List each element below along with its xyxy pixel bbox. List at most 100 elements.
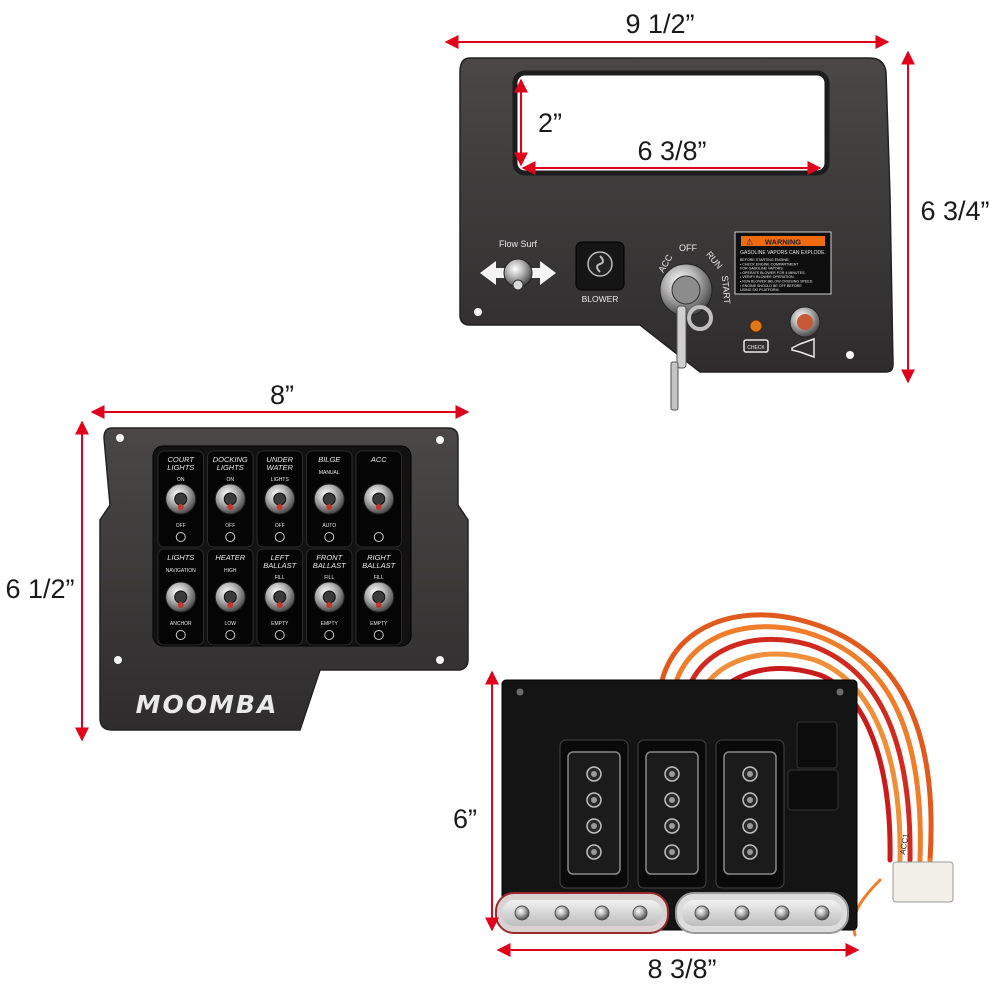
switch-top-label: HIGH — [224, 568, 237, 574]
check-engine-icon — [743, 339, 769, 353]
function-icon — [274, 532, 285, 542]
fuse-screw — [591, 823, 597, 829]
warning-headline: GASOLINE VAPORS CAN EXPLODE. — [740, 250, 826, 256]
switch-top-label: ON — [177, 477, 185, 483]
warning-line: • CHECK ENGINE COMPARTMENT — [740, 262, 799, 266]
switch-top-label: NAVIGATION — [166, 568, 196, 574]
relay-socket — [787, 769, 839, 811]
function-icon — [175, 532, 186, 542]
mount-hole — [436, 656, 444, 664]
toggle-lever[interactable] — [372, 590, 386, 604]
indicator-led — [276, 504, 283, 510]
top-panel-dimensions: 9 1/2” 6 3/4” 2” 6 3/8” — [444, 9, 990, 384]
switch-bottom-label: ANCHOR — [170, 621, 192, 627]
ignition-key[interactable] — [670, 305, 713, 411]
warning-line: • ENGINE SHOULD BE OFF BEFORE — [740, 284, 802, 288]
toggle-lever[interactable] — [322, 590, 336, 604]
fuse-panel-height-label: 6” — [453, 804, 477, 834]
function-icon — [274, 630, 285, 640]
function-icon — [324, 532, 335, 542]
switch-title: ACC — [370, 455, 387, 464]
switch-title: BALLAST — [362, 561, 396, 570]
fuse-screw — [591, 849, 597, 855]
toggle-lever[interactable] — [174, 492, 188, 506]
switch-title: FRONT — [316, 553, 343, 562]
fuse-blocks — [559, 739, 785, 889]
indicator-led — [375, 602, 382, 608]
window-height-label: 2” — [538, 108, 562, 138]
toggle-switch-cell: LIGHTS NAVIGATION ANCHOR — [157, 548, 204, 646]
fuse-screw — [669, 797, 675, 803]
toggle-lever[interactable] — [223, 590, 237, 604]
flow-surf-label: Flow Surf — [499, 239, 538, 249]
indicator-led — [177, 602, 184, 608]
toggle-switch-cell: ACC — [355, 450, 402, 548]
bus-stud — [514, 905, 530, 921]
warning-line: • VERIFY BLOWER OPERATION. — [740, 275, 795, 279]
switch-panel-height-label: 6 1/2” — [5, 574, 74, 604]
switch-panel-dimensions: 8” 6 1/2” — [5, 380, 470, 742]
switch-title: LEFT — [271, 553, 291, 562]
fuse-block — [637, 739, 707, 889]
moomba-logo: MOOMBA — [136, 690, 279, 719]
toggle-lever[interactable] — [372, 492, 386, 506]
warning-line: • OPERATE BLOWER FOR 4 MINUTES. — [740, 271, 806, 275]
fuse-screw — [669, 823, 675, 829]
fuse-block-cover — [645, 751, 699, 875]
switch-title: BALLAST — [263, 561, 297, 570]
warning-icon: ⚠ — [746, 238, 753, 247]
fuse-screw — [591, 771, 597, 777]
switch-top-label: FILL — [324, 575, 334, 581]
switch-title: LIGHTS — [217, 463, 244, 472]
check-engine-lamp — [749, 319, 763, 333]
warning-title: WARNING — [765, 238, 801, 247]
connector-label: ACC1 — [898, 832, 911, 855]
warning-label: ⚠ WARNING GASOLINE VAPORS CAN EXPLODE. B… — [734, 231, 832, 295]
indicator-led — [177, 504, 184, 510]
bus-stud — [632, 905, 648, 921]
warning-line: BEFORE STARTING ENGINE: — [740, 258, 789, 262]
warning-lines: BEFORE STARTING ENGINE:• CHECK ENGINE CO… — [740, 258, 813, 292]
switch-title: COURT — [167, 455, 195, 464]
window-width-label: 6 3/8” — [637, 136, 706, 166]
switch-bottom-label: OFF — [176, 523, 186, 529]
bus-stud — [594, 905, 610, 921]
fuse-screw — [669, 771, 675, 777]
toggle-lever[interactable] — [174, 590, 188, 604]
switch-bottom-label: EMPTY — [321, 621, 339, 627]
horn-icon — [791, 337, 815, 359]
flow-surf-toggle-lever[interactable] — [512, 279, 524, 291]
switch-title: LIGHTS — [167, 553, 194, 562]
toggle-lever[interactable] — [273, 492, 287, 506]
switch-title: LIGHTS — [167, 463, 194, 472]
switch-title: RIGHT — [367, 553, 392, 562]
fuse-panel-dimensions: 6” 8 3/8” — [453, 670, 860, 984]
warning-line: • RUN BLOWER BELOW CRUISING SPEED. — [740, 280, 813, 284]
fuse-block-cover — [723, 751, 777, 875]
bus-stud — [694, 905, 710, 921]
fuse-block — [715, 739, 785, 889]
function-icon — [373, 532, 384, 542]
switch-bottom-label: EMPTY — [271, 621, 289, 627]
switch-grid: COURTLIGHTSONOFFDOCKINGLIGHTSONOFFUNDERW… — [157, 450, 402, 646]
switch-title: BALLAST — [313, 561, 347, 570]
fuse-panel: ACC1 — [495, 612, 954, 937]
top-dash-panel: Flow Surf BLOWER ACC OFF RUN START ⚠ WAR… — [459, 57, 894, 411]
check-engine-label: CHECK — [747, 345, 765, 351]
function-icon — [373, 630, 384, 640]
switch-top-label: FILL — [275, 575, 285, 581]
top-panel-width-label: 9 1/2” — [625, 9, 694, 39]
mount-hole — [116, 434, 124, 442]
function-icon — [225, 630, 236, 640]
switch-title: HEATER — [215, 553, 245, 562]
toggle-lever[interactable] — [273, 590, 287, 604]
toggle-lever[interactable] — [223, 492, 237, 506]
indicator-led — [276, 602, 283, 608]
toggle-lever[interactable] — [322, 492, 336, 506]
ignition-off-label: OFF — [679, 243, 697, 253]
switch-title: UNDER — [266, 455, 293, 464]
fuse-screw — [747, 771, 753, 777]
